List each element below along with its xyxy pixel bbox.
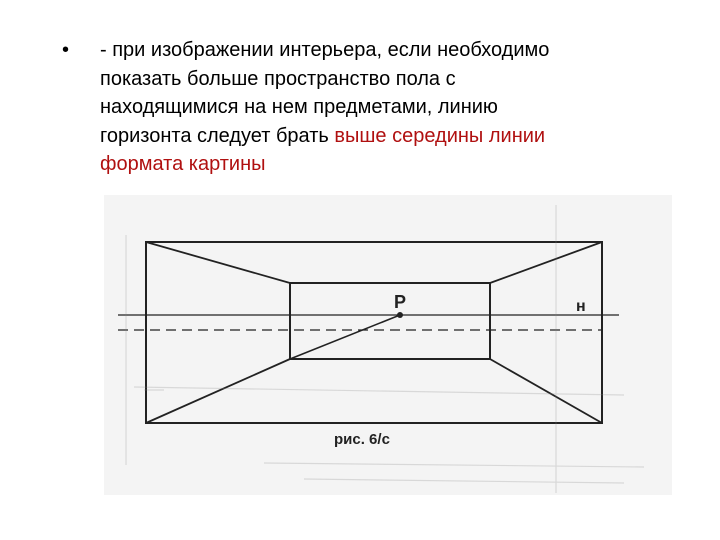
bullet-text: - при изображении интерьера, если необхо… [100,36,660,179]
scan-artifacts [125,205,645,493]
edge-bottom-left [145,358,291,424]
back-wall-rect [289,282,491,360]
edge-top-left [145,241,291,284]
perspective-figure: P н рис. 6/с [104,195,672,495]
figure-caption: рис. 6/с [334,431,390,448]
highlight-text-2: формата картины [100,153,266,175]
vanishing-point [397,312,403,318]
bullet-marker: • [62,39,70,61]
text-line-4: горизонта следует брать выше середины ли… [100,122,660,151]
vanishing-ray [289,314,401,360]
text-line-4-plain: горизонта следует брать [100,124,335,147]
highlight-text-1: выше середины линии [334,124,546,147]
label-h: н [576,298,586,315]
edge-bottom-right [489,358,603,424]
edge-top-right [489,241,603,284]
text-line-1: - при изображении интерьера, если необхо… [100,39,550,61]
perspective-drawing: P н рис. 6/с [118,205,645,493]
label-p: P [394,292,406,312]
text-line-2: показать больше пространство пола с [100,67,456,90]
text-line-3: находящимися на нем предметами, линию [100,96,498,118]
outer-frame [145,241,603,424]
